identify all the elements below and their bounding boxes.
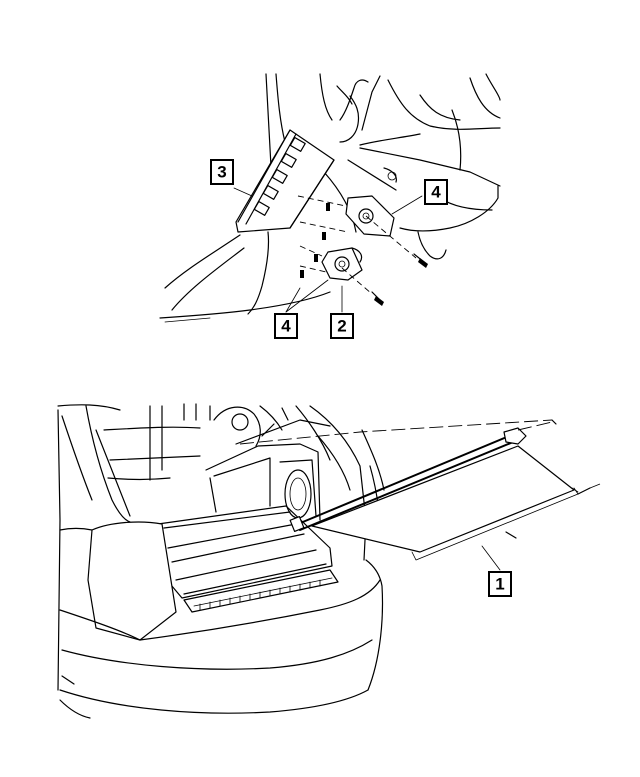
callout-1-label: 1 xyxy=(495,575,504,594)
lower-leader-lines xyxy=(481,531,517,571)
panel-clips xyxy=(300,203,330,278)
upper-view: 3 4 4 2 xyxy=(159,73,501,339)
interior-trim-lines xyxy=(159,73,501,323)
switch-buttons xyxy=(253,136,306,216)
cargo-cover xyxy=(239,419,601,561)
callout-2-label: 2 xyxy=(337,317,346,336)
callout-3-label: 3 xyxy=(217,163,226,182)
switch-panel xyxy=(235,129,335,278)
sill-plate-ribs xyxy=(199,579,321,611)
upper-leader-lines xyxy=(233,187,423,313)
callout-3: 3 xyxy=(210,159,234,185)
cargo-floor xyxy=(149,505,339,613)
callout-1: 1 xyxy=(488,571,512,597)
vehicle-body xyxy=(57,403,385,691)
outlet-brackets xyxy=(321,195,395,281)
lower-view: 1 xyxy=(57,403,601,719)
callout-2: 2 xyxy=(330,313,354,339)
side-trim-speaker xyxy=(205,419,331,521)
callout-4-lower-label: 4 xyxy=(281,317,291,336)
callout-4-lower: 4 xyxy=(274,313,298,339)
callout-4-upper: 4 xyxy=(424,179,448,205)
callout-4-upper-label: 4 xyxy=(431,183,441,202)
rear-bumper xyxy=(59,521,384,719)
screws xyxy=(297,195,428,306)
